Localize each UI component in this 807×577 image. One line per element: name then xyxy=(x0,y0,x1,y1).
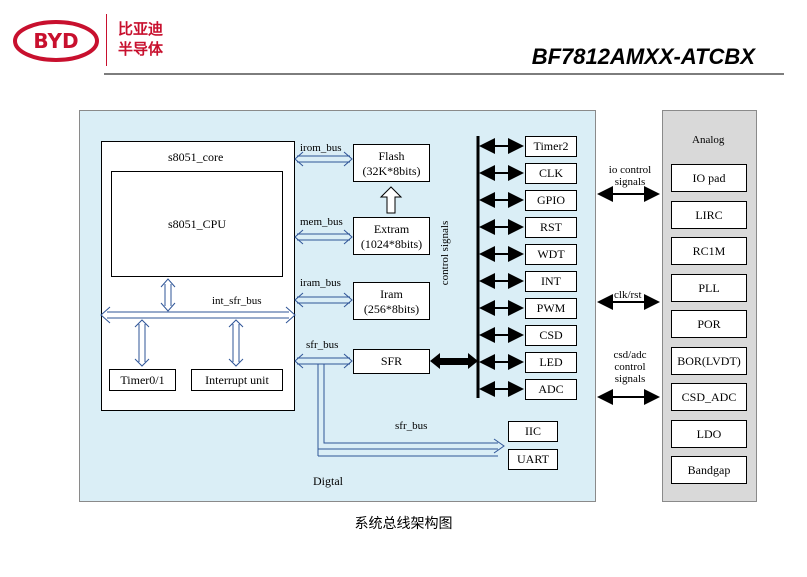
flash-name: Flash xyxy=(378,149,405,163)
analog-ldo: LDO xyxy=(671,419,747,448)
s8051-cpu-block xyxy=(111,171,283,277)
interrupt-to-bus-arrow xyxy=(228,319,244,367)
s8051-core-label: s8051_core xyxy=(168,150,224,164)
peripheral-gpio: GPIO xyxy=(525,190,577,211)
peripheral-led: LED xyxy=(525,352,577,373)
iic-block: IIC xyxy=(508,421,558,442)
peripheral-adc: ADC xyxy=(525,379,577,400)
analog-io-pad: IO pad xyxy=(671,164,747,192)
byd-logo: BYD xyxy=(12,18,100,64)
int-sfr-bus-arrow xyxy=(100,306,296,324)
extram-name: Extram xyxy=(373,222,410,236)
analog-lirc: LIRC xyxy=(671,200,747,229)
logo-company-line1: 比亚迪 xyxy=(118,20,164,38)
peripheral-wdt: WDT xyxy=(525,244,577,265)
sfr-bus-label-lower: sfr_bus xyxy=(395,420,428,432)
extram-size: (1024*8bits) xyxy=(360,237,423,251)
io-control-line1: io control xyxy=(608,164,652,176)
timer-to-bus-arrow xyxy=(134,319,150,367)
peripheral-clk: CLK xyxy=(525,163,577,184)
sfr-bus-label: sfr_bus xyxy=(306,339,339,351)
s8051-cpu-label: s8051_CPU xyxy=(168,217,227,231)
analog-title: Analog xyxy=(692,134,725,146)
peripheral-int: INT xyxy=(525,271,577,292)
byd-logo-mark: BYD xyxy=(13,20,99,62)
mem-bus-label: mem_bus xyxy=(300,216,343,228)
peripheral-arrows xyxy=(479,138,524,397)
header-rule xyxy=(104,73,784,75)
document-title: BF7812AMXX-ATCBX xyxy=(531,44,755,69)
iram-size: (256*8bits) xyxy=(363,302,420,316)
cpu-to-bus-arrow xyxy=(160,278,176,312)
analog-csd-adc: CSD_ADC xyxy=(671,383,747,411)
link-arrows xyxy=(597,186,660,405)
uart-block: UART xyxy=(508,449,558,470)
iram-bus-label: iram_bus xyxy=(300,277,341,289)
irom-bus-label: irom_bus xyxy=(300,142,342,154)
extram-block: Extram (1024*8bits) xyxy=(353,217,430,255)
interrupt-unit-block: Interrupt unit xyxy=(191,369,283,391)
timer01-block: Timer0/1 xyxy=(109,369,176,391)
peripheral-csd: CSD xyxy=(525,325,577,346)
iram-name: Iram xyxy=(380,287,403,301)
csd-adc-line3: signals xyxy=(614,373,646,385)
csd-adc-line1: csd/adc xyxy=(613,349,647,361)
analog-bandgap: Bandgap xyxy=(671,456,747,484)
digital-region-label: Digtal xyxy=(313,474,343,488)
peripheral-timer2: Timer2 xyxy=(525,136,577,157)
figure-caption: 系统总线架构图 xyxy=(354,516,453,532)
mem-bus-arrow xyxy=(294,229,353,245)
sfr-block: SFR xyxy=(353,349,430,374)
iram-bus-arrow xyxy=(294,292,353,308)
analog-bor-lvdt: BOR(LVDT) xyxy=(671,346,747,375)
analog-pll: PLL xyxy=(671,273,747,302)
sfr-to-control-bus-arrow xyxy=(430,353,478,369)
io-control-line2: signals xyxy=(614,176,646,188)
flash-block: Flash (32K*8bits) xyxy=(353,144,430,182)
int-sfr-bus-label: int_sfr_bus xyxy=(212,295,262,307)
analog-rc1m: RC1M xyxy=(671,237,747,265)
peripheral-rst: RST xyxy=(525,217,577,238)
analog-por: POR xyxy=(671,310,747,338)
csd-adc-line2: control xyxy=(614,361,646,373)
peripheral-pwm: PWM xyxy=(525,298,577,319)
logo-divider xyxy=(106,14,107,66)
byd-logo-letters: BYD xyxy=(33,29,78,53)
io-control-label: io control signals xyxy=(604,164,656,188)
csd-adc-label: csd/adc control signals xyxy=(604,349,656,385)
iram-block: Iram (256*8bits) xyxy=(353,282,430,320)
flash-size: (32K*8bits) xyxy=(362,164,421,178)
irom-bus-arrow xyxy=(294,151,353,167)
extram-to-flash-arrow xyxy=(379,186,403,214)
logo-company-line2: 半导体 xyxy=(118,40,164,58)
sfr-to-serial-lines xyxy=(317,364,505,457)
